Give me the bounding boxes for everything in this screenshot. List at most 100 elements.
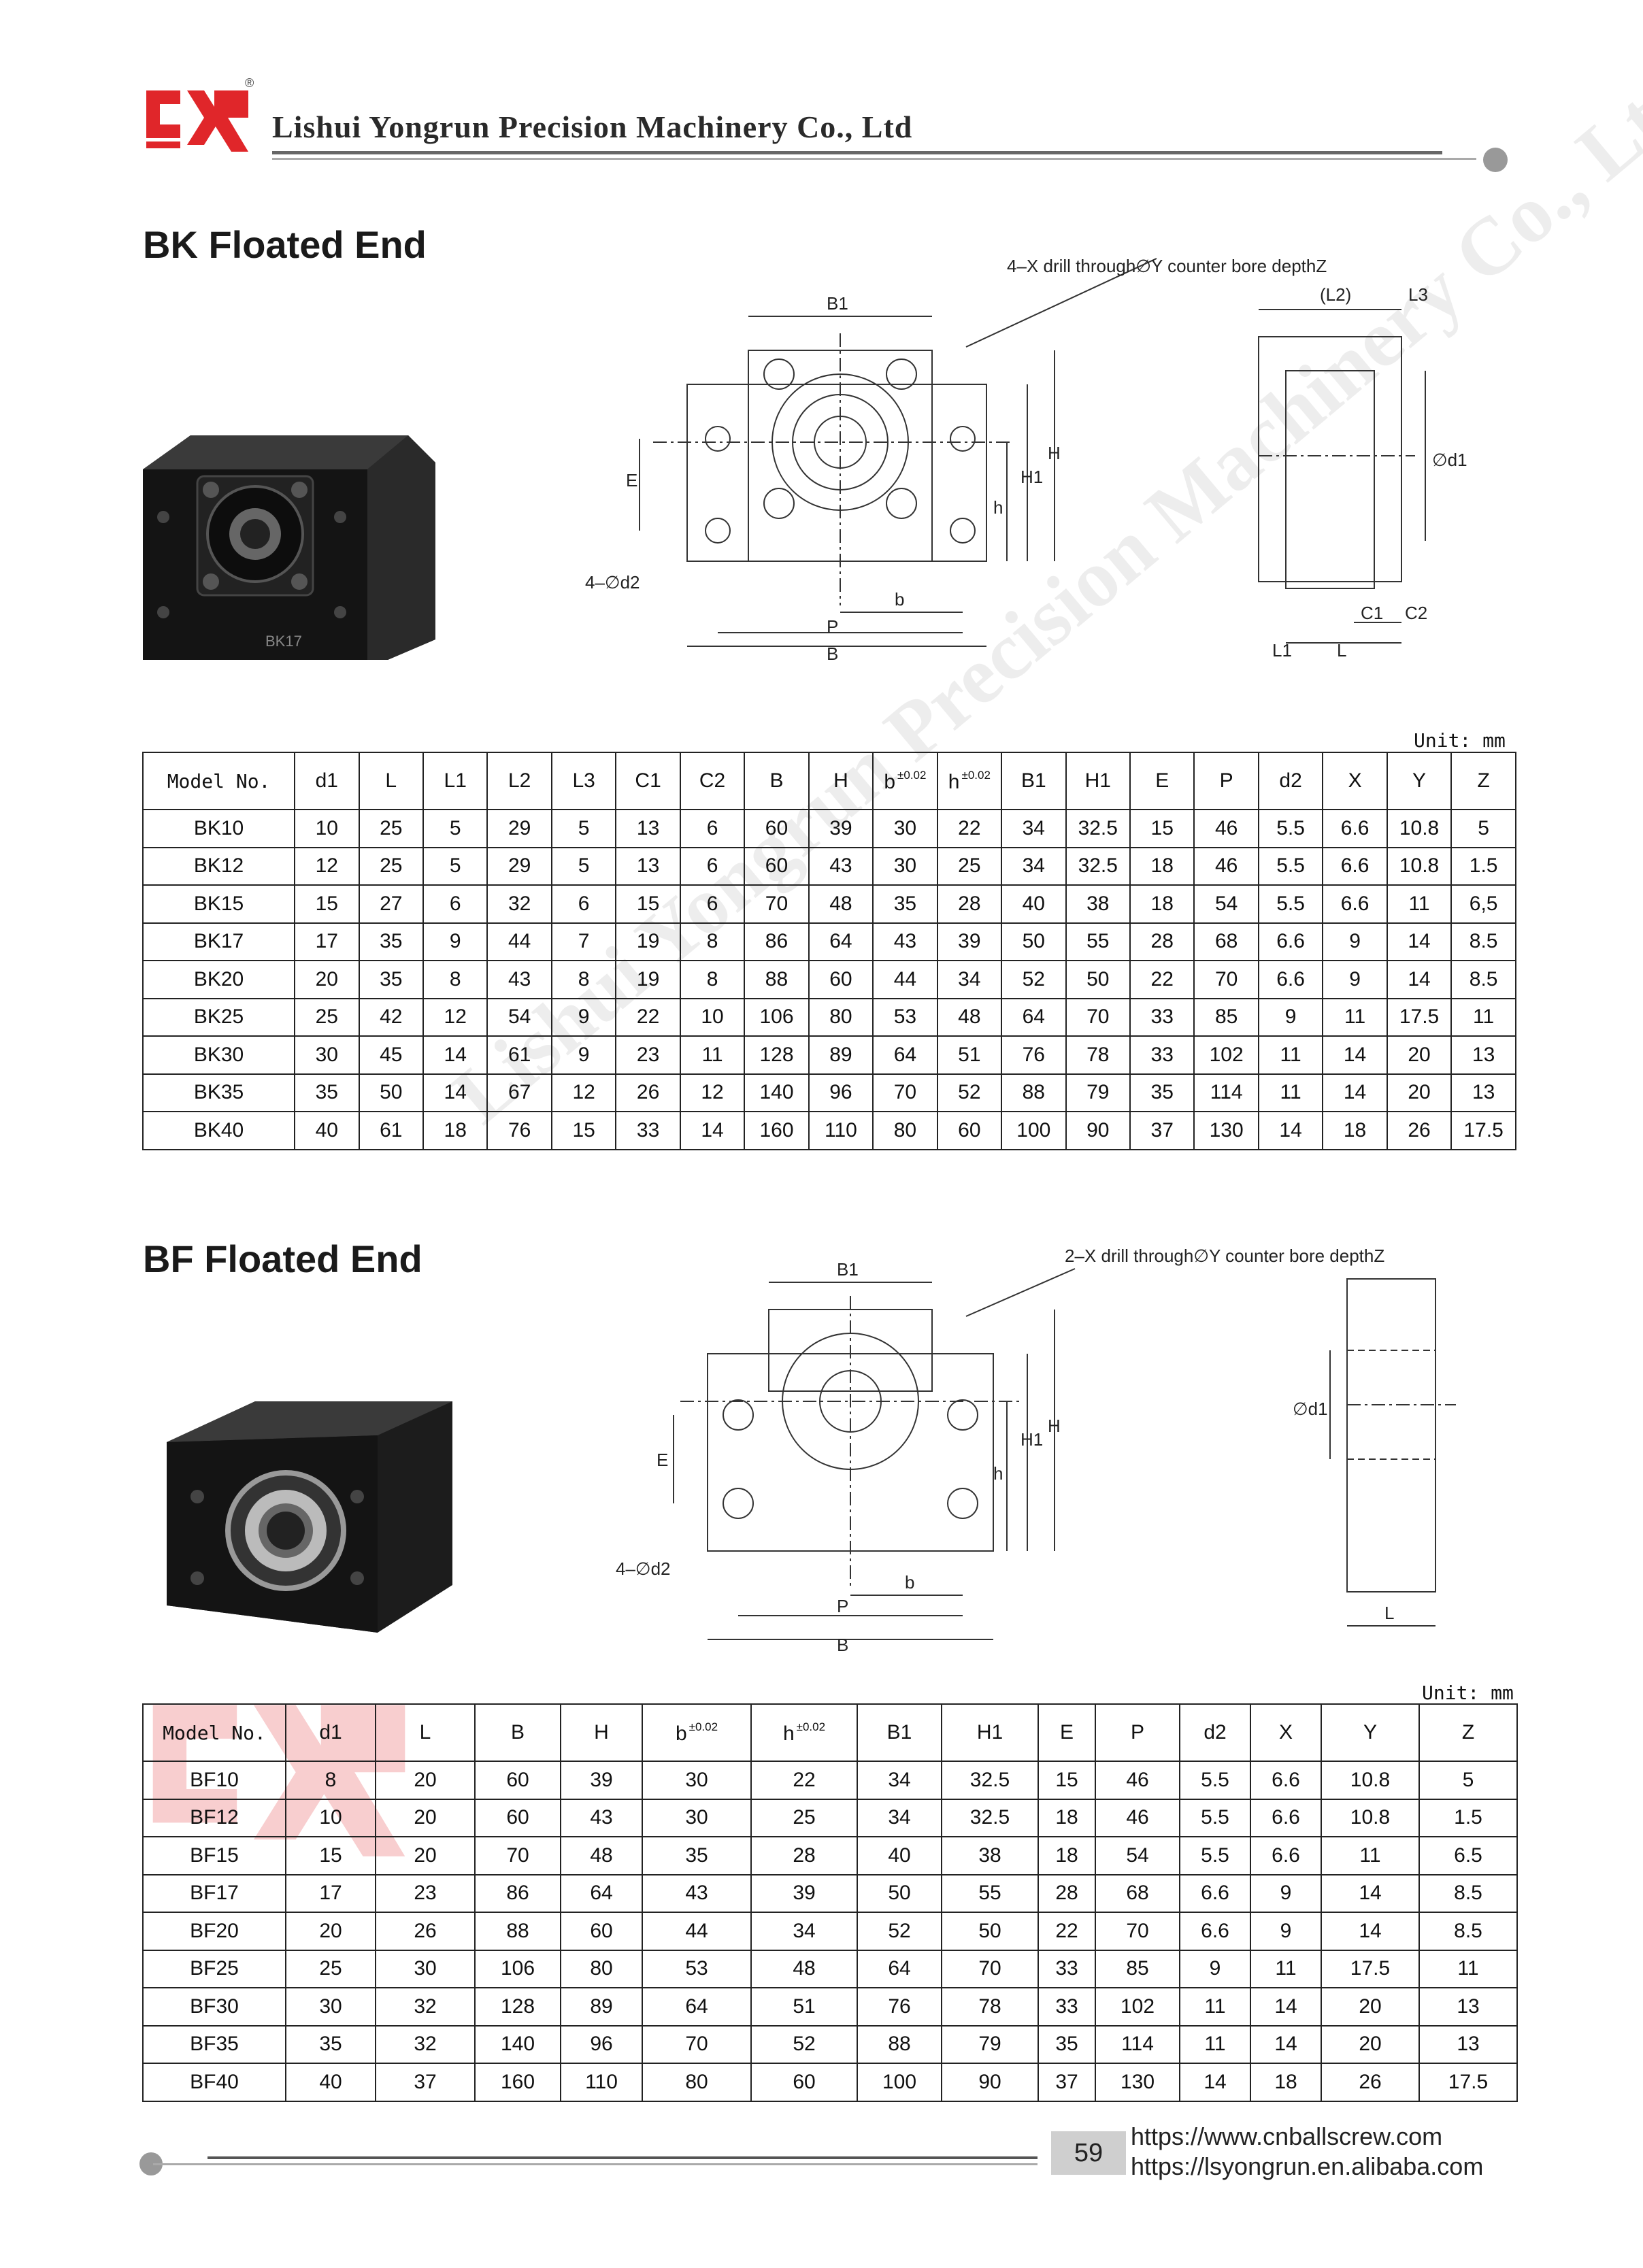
value-cell: 9 <box>1250 1912 1322 1951</box>
value-cell: 70 <box>1095 1912 1180 1951</box>
value-cell: 46 <box>1095 1798 1180 1837</box>
svg-text:H: H <box>1048 443 1061 463</box>
value-cell: 85 <box>1193 997 1259 1037</box>
value-cell: 28 <box>1038 1873 1096 1913</box>
value-cell: 60 <box>474 1798 561 1837</box>
alibaba-link[interactable]: https://lsyongrun.en.alibaba.com <box>1131 2152 1484 2180</box>
value-cell: 32 <box>375 2024 476 2064</box>
value-cell: 13 <box>615 846 681 886</box>
value-cell: 50 <box>358 1073 425 1112</box>
value-cell: 11 <box>1386 884 1453 924</box>
value-cell: 89 <box>808 1035 874 1075</box>
value-cell: 50 <box>1065 960 1131 999</box>
value-cell: 10 <box>679 997 746 1037</box>
value-cell: 10 <box>285 1798 376 1837</box>
bk-col-header: X <box>1322 752 1388 810</box>
value-cell: 20 <box>375 1798 476 1837</box>
value-cell: 11 <box>1250 1949 1322 1988</box>
value-cell: 37 <box>1129 1111 1195 1150</box>
model-cell: BF35 <box>142 2024 286 2064</box>
model-cell: BK20 <box>142 960 296 999</box>
value-cell: 6,5 <box>1450 884 1516 924</box>
value-cell: 54 <box>1095 1836 1180 1875</box>
svg-text:H1: H1 <box>1020 467 1043 487</box>
value-cell: 5 <box>422 846 488 886</box>
value-cell: 10 <box>294 809 360 848</box>
header-rule-thin <box>272 158 1476 160</box>
value-cell: 35 <box>1038 2024 1096 2064</box>
value-cell: 20 <box>294 960 360 999</box>
value-cell: 60 <box>744 809 810 848</box>
value-cell: 20 <box>375 1836 476 1875</box>
value-cell: 32.5 <box>1065 846 1131 886</box>
value-cell: 32.5 <box>941 1798 1039 1837</box>
bk-photo-label: BK17 <box>265 633 302 650</box>
value-cell: 5 <box>550 809 617 848</box>
value-cell: 43 <box>560 1798 643 1837</box>
value-cell: 35 <box>872 884 938 924</box>
svg-text:L: L <box>1384 1603 1394 1623</box>
value-cell: 51 <box>750 1987 858 2027</box>
value-cell: 48 <box>750 1949 858 1988</box>
value-cell: 5.5 <box>1257 884 1324 924</box>
value-cell: 46 <box>1193 809 1259 848</box>
header-dot <box>1483 148 1508 172</box>
value-cell: 96 <box>808 1073 874 1112</box>
value-cell: 44 <box>872 960 938 999</box>
header-rule <box>272 151 1442 154</box>
value-cell: 25 <box>294 997 360 1037</box>
value-cell: 70 <box>941 1949 1039 1988</box>
value-cell: 6 <box>550 884 617 924</box>
value-cell: 14 <box>1250 2024 1322 2064</box>
value-cell: 32 <box>375 1987 476 2027</box>
value-cell: 18 <box>1129 884 1195 924</box>
svg-text:P: P <box>837 1596 848 1616</box>
value-cell: 6.5 <box>1418 1836 1518 1875</box>
bk-col-header: H <box>808 752 874 810</box>
value-cell: 5.5 <box>1179 1761 1251 1800</box>
value-cell: 34 <box>857 1761 942 1800</box>
value-cell: 48 <box>808 884 874 924</box>
value-cell: 29 <box>486 809 552 848</box>
value-cell: 34 <box>936 960 1003 999</box>
value-cell: 25 <box>358 846 425 886</box>
value-cell: 22 <box>936 809 1003 848</box>
bf-col-header: L <box>375 1703 476 1762</box>
value-cell: 6.6 <box>1322 884 1388 924</box>
value-cell: 9 <box>1322 960 1388 999</box>
value-cell: 10.8 <box>1386 809 1453 848</box>
value-cell: 88 <box>857 2024 942 2064</box>
bk-col-header: H1 <box>1065 752 1131 810</box>
bf-col-header: d1 <box>285 1703 376 1762</box>
value-cell: 46 <box>1095 1761 1180 1800</box>
value-cell: 80 <box>642 2063 752 2102</box>
value-cell: 8 <box>679 960 746 999</box>
value-cell: 67 <box>486 1073 552 1112</box>
footer-rule-thin <box>153 2163 1038 2165</box>
model-cell: BK17 <box>142 922 296 961</box>
value-cell: 79 <box>1065 1073 1131 1112</box>
bf-col-header: Y <box>1321 1703 1420 1762</box>
bf-section-title: BF Floated End <box>143 1237 422 1280</box>
value-cell: 64 <box>808 922 874 961</box>
value-cell: 128 <box>744 1035 810 1075</box>
value-cell: 22 <box>615 997 681 1037</box>
bf-unit-label: Unit: mm <box>1422 1682 1514 1704</box>
value-cell: 160 <box>474 2063 561 2102</box>
value-cell: 5 <box>422 809 488 848</box>
value-cell: 11 <box>1418 1949 1518 1988</box>
bf-col-header: B1 <box>857 1703 942 1762</box>
model-cell: BK35 <box>142 1073 296 1112</box>
bk-col-header: Model No. <box>142 752 296 810</box>
value-cell: 23 <box>375 1873 476 1913</box>
value-cell: 19 <box>615 960 681 999</box>
website-link[interactable]: https://www.cnballscrew.com <box>1131 2122 1443 2150</box>
value-cell: 6.6 <box>1250 1836 1322 1875</box>
value-cell: 52 <box>750 2024 858 2064</box>
value-cell: 79 <box>941 2024 1039 2064</box>
value-cell: 15 <box>1129 809 1195 848</box>
svg-text:B: B <box>827 644 838 664</box>
bk-drill-note: 4–X drill through∅Y counter bore depthZ <box>1007 256 1327 276</box>
